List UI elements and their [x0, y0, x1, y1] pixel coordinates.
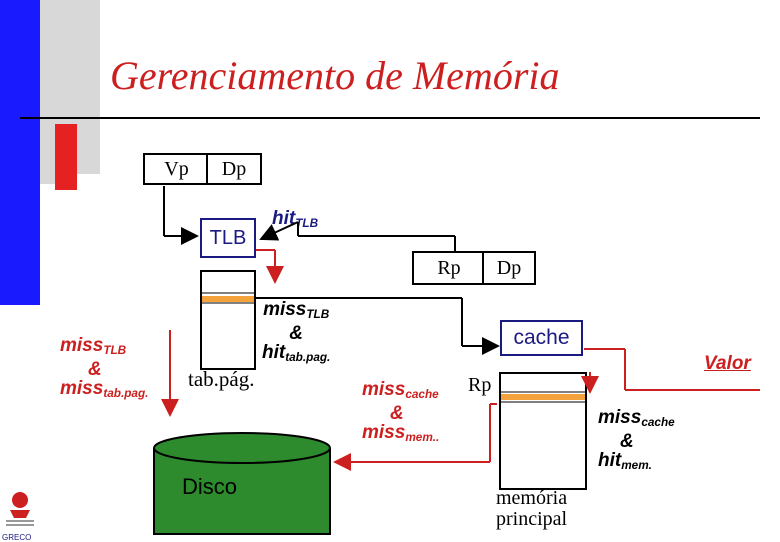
logo-icon — [6, 492, 34, 526]
valor-label: Valor — [704, 353, 751, 374]
main-memory-column — [499, 372, 587, 490]
red-bar — [55, 124, 77, 190]
miss-tlb-miss-pag-label: missTLB & misstab.pag. — [60, 335, 149, 400]
greco-logo: GRECO — [2, 488, 38, 542]
dp-cell: Dp — [206, 153, 262, 185]
miss-cache-hit-mem-label: misscache & hitmem. — [598, 407, 675, 472]
slide-title: Gerenciamento de Memória — [110, 53, 560, 98]
miss-tlb-hit-pag-label: missTLB & hittab.pag. — [262, 299, 331, 364]
blue-bar — [0, 0, 40, 305]
tlb-box: TLB — [200, 218, 256, 258]
memory-rp-label: Rp — [468, 374, 492, 396]
hit-tlb-arrow — [259, 221, 299, 241]
hit-tlb-label: hitTLB — [272, 208, 319, 230]
cache-box: cache — [500, 320, 583, 356]
page-table-label: tab.pág. — [188, 367, 255, 391]
gray-bar-right — [77, 124, 100, 174]
page-table-column — [200, 270, 256, 370]
logo-text: GRECO — [2, 533, 32, 542]
main-memory-label: memória principal — [496, 487, 568, 530]
vp-cell: Vp — [143, 153, 208, 185]
real-dp-cell: Dp — [482, 251, 536, 285]
disk-cylinder — [153, 432, 331, 535]
rp-cell: Rp — [412, 251, 484, 285]
miss-cache-miss-mem-label: misscache & missmem.. — [362, 379, 440, 444]
disk-label: Disco — [182, 474, 238, 499]
